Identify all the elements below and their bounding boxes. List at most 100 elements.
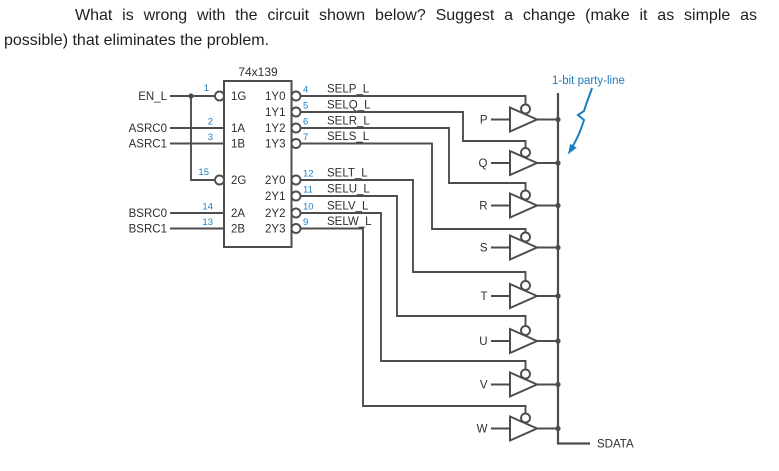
tristate-buffer-s: S xyxy=(480,231,561,262)
buffer-enable-bubble-q xyxy=(520,147,531,158)
bubble-2g xyxy=(214,174,225,186)
junction-dot-r xyxy=(555,202,561,209)
chip-body xyxy=(223,80,293,248)
port-label-2g: 2G xyxy=(231,175,246,187)
tristate-buffer-t: T xyxy=(480,280,561,310)
pin-number-1: 1 xyxy=(204,83,209,94)
bubble-1g xyxy=(214,90,225,102)
signal-label-selv-l: SELV_L xyxy=(327,201,369,213)
wire-selq-l xyxy=(301,111,527,148)
port-label-2y2: 2Y2 xyxy=(265,208,285,220)
pin-number-4: 4 xyxy=(303,85,308,96)
buffer-input-label-s: S xyxy=(480,243,488,255)
tristate-buffer-u: U xyxy=(479,325,561,355)
bus-annotation-label: 1-bit party-line xyxy=(552,75,625,87)
bubble-2y3 xyxy=(290,223,302,234)
signal-label-selq-l: SELQ_L xyxy=(327,100,371,112)
pin-number-5: 5 xyxy=(303,101,308,112)
bubble-2y0 xyxy=(290,174,302,186)
input-label-bsrc1: BSRC1 xyxy=(129,224,167,236)
chip-outputs: 4 5 6 7 12 11 10 9 SELP_L SELQ_L SELR_L … xyxy=(301,84,527,414)
junction-dot-s xyxy=(555,244,561,251)
buffer-enable-bubble-p xyxy=(520,103,531,115)
wire-sels-l xyxy=(301,142,527,233)
port-label-2y0: 2Y0 xyxy=(265,175,285,187)
input-label-asrc1: ASRC1 xyxy=(129,139,167,151)
buffer-enable-bubble-s xyxy=(520,231,531,243)
buffer-enable-bubble-v xyxy=(520,368,531,380)
port-label-1y3: 1Y3 xyxy=(265,139,285,151)
buffer-enable-bubble-u xyxy=(520,325,531,336)
pin-number-6: 6 xyxy=(303,117,308,128)
tristate-buffer-r: R xyxy=(479,189,561,220)
input-label-asrc0: ASRC0 xyxy=(129,123,167,135)
buffer-input-label-r: R xyxy=(479,201,487,213)
junction-dot-t xyxy=(555,293,561,299)
port-label-1g: 1G xyxy=(231,91,246,103)
buffer-input-label-q: Q xyxy=(479,158,488,170)
question-text-line1: What is wrong with the circuit shown bel… xyxy=(75,7,757,24)
pin-number-3: 3 xyxy=(208,132,213,143)
wire-selt-l xyxy=(301,179,527,281)
buffer-input-label-v: V xyxy=(480,380,488,392)
party-line-bus: 1-bit party-line SDATA xyxy=(552,75,634,451)
pin-number-7: 7 xyxy=(303,132,308,143)
wire-selr-l xyxy=(301,127,527,191)
wire-selu-l xyxy=(301,195,527,326)
tristate-buffer-p: P xyxy=(480,103,561,134)
chip-part-number: 74x139 xyxy=(238,65,278,79)
pin-number-11: 11 xyxy=(303,185,313,196)
bubble-2y2 xyxy=(290,207,302,219)
buffer-input-label-p: P xyxy=(480,115,488,127)
signal-label-selp-l: SELP_L xyxy=(327,84,370,96)
port-label-1y0: 1Y0 xyxy=(265,91,285,103)
tristate-buffer-q: Q xyxy=(479,147,561,177)
buffer-input-label-t: T xyxy=(480,291,487,303)
signal-label-selw-l: SELW_L xyxy=(327,216,372,228)
bubble-1y0 xyxy=(290,90,302,102)
port-label-1y2: 1Y2 xyxy=(265,123,285,135)
pin-number-10: 10 xyxy=(303,202,314,213)
junction-dot-p xyxy=(555,116,561,123)
bubble-1y1 xyxy=(290,106,302,118)
pin-number-13: 13 xyxy=(202,217,213,228)
bubble-1y2 xyxy=(290,122,302,134)
bubble-1y3 xyxy=(290,138,302,149)
pin-number-15: 15 xyxy=(198,167,209,178)
pin-number-12: 12 xyxy=(303,169,314,180)
wire-en-l-branch xyxy=(190,96,215,181)
pin-number-2: 2 xyxy=(208,117,213,128)
buffer-input-label-u: U xyxy=(479,336,487,348)
wire-selv-l xyxy=(301,212,527,370)
buffer-enable-bubble-w xyxy=(520,412,531,424)
port-label-2b: 2B xyxy=(231,224,245,236)
port-label-2a: 2A xyxy=(231,208,245,220)
pin-number-14: 14 xyxy=(202,202,213,213)
signal-label-sels-l: SELS_L xyxy=(327,131,370,143)
port-label-1a: 1A xyxy=(231,123,245,135)
signal-label-selr-l: SELR_L xyxy=(327,116,370,128)
bubble-2y1 xyxy=(290,190,302,202)
decoder-chip: 74x139 1G 1A 1B 2G 2A 2B 1Y0 1Y1 1Y2 1Y3… xyxy=(214,65,302,248)
port-label-1b: 1B xyxy=(231,139,245,151)
chip-inputs: EN_L ASRC0 ASRC1 BSRC0 BSRC1 1 2 3 15 14… xyxy=(129,83,224,236)
tristate-buffer-v: V xyxy=(480,368,561,399)
junction-dot-w xyxy=(555,425,561,432)
input-label-en-l: EN_L xyxy=(138,91,167,103)
port-label-2y1: 2Y1 xyxy=(265,191,285,203)
signal-label-selt-l: SELT_L xyxy=(327,168,368,180)
junction-dot-en-l xyxy=(188,93,194,99)
buffer-enable-bubble-r xyxy=(520,189,531,201)
tristate-buffer-w: W xyxy=(477,412,561,443)
bus-annotation-arrow xyxy=(570,87,593,150)
wire-selw-l xyxy=(301,227,527,414)
buffer-input-label-w: W xyxy=(477,424,488,436)
junction-dot-v xyxy=(555,381,561,388)
bus-line xyxy=(556,93,590,445)
junction-dot-u xyxy=(555,338,561,344)
wire-selp-l xyxy=(301,95,527,105)
signal-label-selu-l: SELU_L xyxy=(327,184,370,196)
junction-dot-q xyxy=(555,160,561,166)
